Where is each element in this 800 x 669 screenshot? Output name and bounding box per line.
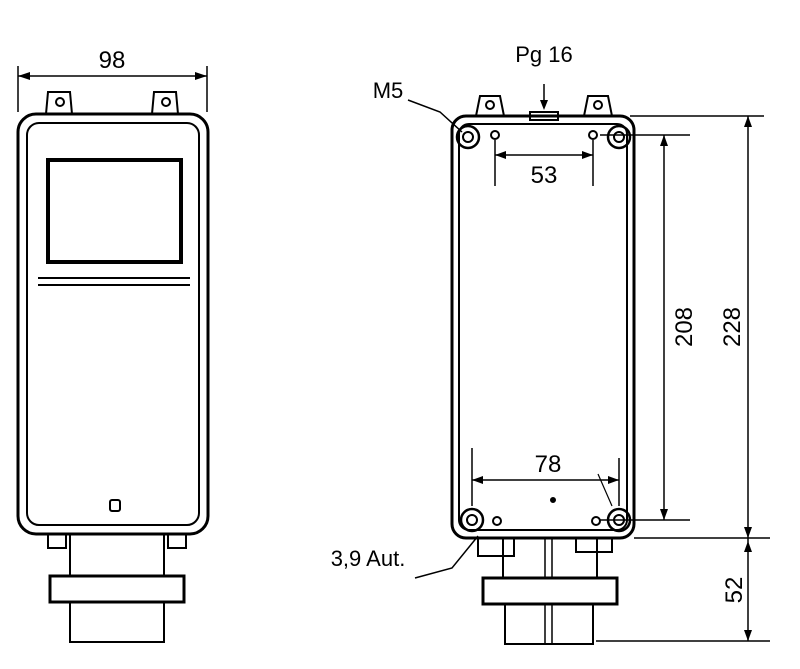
arrow-head xyxy=(744,527,752,538)
mounting-tab-right xyxy=(151,91,179,115)
mounting-hole-top-right xyxy=(588,130,598,140)
tab-hole-right xyxy=(161,97,171,107)
dim78-leader xyxy=(597,473,613,507)
hole-spacing-bottom-label: 78 xyxy=(535,451,562,478)
screw-top-left xyxy=(455,124,481,150)
arrow-head xyxy=(744,630,752,641)
mounting-hole-bottom-right xyxy=(591,516,601,526)
arrow-head xyxy=(608,476,619,484)
mounting-hole-leader xyxy=(414,535,479,579)
arrow-head xyxy=(540,100,548,110)
hole-spacing-top-label: 53 xyxy=(531,162,558,189)
screw-head xyxy=(613,131,625,143)
arrow-head xyxy=(18,72,30,80)
front-connector-plug xyxy=(69,601,165,643)
center-mark xyxy=(550,497,556,503)
arrow-head xyxy=(744,541,752,552)
arrow-head xyxy=(660,135,668,146)
front-housing-inner xyxy=(26,122,200,526)
tab-hole-left xyxy=(485,100,495,110)
mounting-hole-bottom-left xyxy=(492,516,502,526)
arrow-head xyxy=(472,476,483,484)
back-foot-right xyxy=(575,537,613,553)
back-connector-neck xyxy=(502,537,598,579)
back-connector-plug xyxy=(504,603,594,645)
mounting-tab-left xyxy=(45,91,73,115)
front-connector-neck xyxy=(69,533,165,577)
arrow-head xyxy=(744,116,752,127)
indicator-led xyxy=(109,499,121,512)
front-foot-left xyxy=(47,533,67,549)
front-connector-flange xyxy=(48,574,186,604)
front-view xyxy=(16,66,210,643)
vertical-hole-distance-label: 208 xyxy=(671,307,698,347)
arrow-head xyxy=(195,72,207,80)
arrow-head xyxy=(660,509,668,520)
screw-head xyxy=(462,131,474,143)
mounting-tab-right xyxy=(583,95,613,117)
display-window xyxy=(46,158,183,264)
back-view xyxy=(407,84,770,645)
m5-leader xyxy=(407,99,463,133)
front-foot-right xyxy=(167,533,187,549)
total-height-label: 228 xyxy=(719,307,746,347)
screw-label: M5 xyxy=(373,78,404,103)
mounting-hole-top-left xyxy=(490,130,500,140)
connector-height-label: 52 xyxy=(721,577,748,604)
width-label: 98 xyxy=(99,47,126,74)
tab-hole-right xyxy=(593,100,603,110)
screw-top-right xyxy=(606,124,632,150)
arrow-head xyxy=(582,151,593,159)
back-foot-left xyxy=(477,537,515,557)
cable-gland-label: Pg 16 xyxy=(515,42,573,67)
arrow-head xyxy=(495,151,506,159)
screw-head xyxy=(466,514,478,526)
screw-bottom-left xyxy=(459,507,485,533)
back-housing-inner xyxy=(458,123,628,531)
back-connector-flange xyxy=(481,576,619,606)
mounting-hole-label: 3,9 Aut. xyxy=(331,546,406,571)
tab-hole-left xyxy=(55,97,65,107)
mounting-tab-left xyxy=(475,95,505,117)
